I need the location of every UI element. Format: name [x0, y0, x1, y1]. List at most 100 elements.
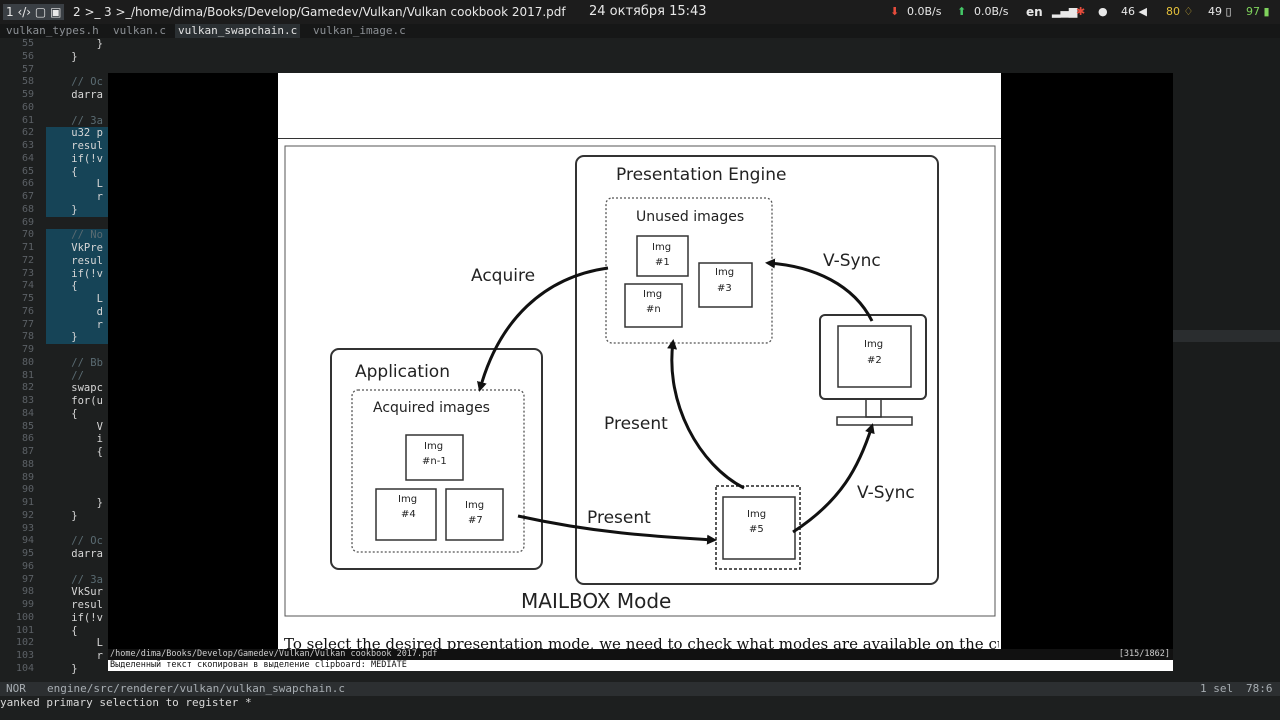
image-5-id: #5 — [749, 524, 764, 535]
line-number: 95 — [21, 548, 34, 559]
image-2-label: Img — [864, 339, 883, 350]
code-line[interactable]: // No — [46, 229, 108, 242]
line-number: 80 — [21, 356, 34, 368]
code-line[interactable]: { — [46, 407, 78, 420]
line-number: 93 — [21, 522, 34, 534]
line-number: 67 — [21, 191, 34, 202]
code-area[interactable]: } } // Oc darra // 3a u32 p resul if(!v … — [46, 38, 108, 676]
code-line[interactable]: VkPre — [46, 242, 108, 255]
keyboard-layout[interactable]: en — [1026, 5, 1043, 19]
code-line[interactable] — [46, 459, 108, 472]
code-line[interactable]: r — [46, 318, 108, 332]
code-line[interactable]: { — [46, 165, 108, 179]
code-line[interactable]: { — [46, 280, 108, 293]
code-line[interactable]: i — [46, 433, 103, 446]
code-line[interactable]: if(!v — [46, 267, 108, 281]
code-line[interactable]: // 3a — [46, 573, 103, 586]
code-line[interactable]: { — [46, 446, 103, 458]
code-line[interactable]: } — [46, 50, 78, 63]
bulb-icon: ♢ — [1183, 5, 1194, 18]
page-header-rule — [278, 138, 1001, 139]
code-line[interactable]: if(!v — [46, 611, 103, 624]
code-line[interactable]: } — [46, 331, 108, 344]
vsync-top-label: V-Sync — [823, 251, 881, 271]
line-number: 69 — [21, 216, 34, 228]
code-line[interactable] — [46, 64, 108, 77]
tab-vulkan-swapchain[interactable]: vulkan_swapchain.c — [175, 24, 301, 38]
code-line[interactable]: // Oc — [46, 535, 103, 548]
code-line[interactable]: // — [46, 369, 91, 382]
code-line[interactable]: V — [46, 420, 103, 433]
line-number: 65 — [21, 165, 34, 177]
image-7-label: Img — [465, 500, 484, 511]
code-line[interactable]: L — [46, 293, 108, 306]
code-line[interactable]: u32 p — [46, 127, 108, 140]
code-line[interactable]: { — [46, 624, 78, 637]
image-2-id: #2 — [867, 355, 882, 366]
vsync-bottom-arrow — [792, 423, 875, 534]
present-up-arrow — [667, 339, 745, 490]
workspace-1-button[interactable]: 1 ‹/› ▢ ▣ — [3, 4, 65, 20]
code-line[interactable]: if(!v — [46, 152, 108, 166]
code-line[interactable]: } — [46, 203, 108, 217]
code-line[interactable]: } — [46, 38, 103, 50]
mailbox-mode-caption: MAILBOX Mode — [521, 589, 671, 613]
code-line[interactable]: } — [46, 662, 78, 675]
code-line[interactable]: swapc — [46, 382, 103, 395]
code-line[interactable]: r — [46, 191, 108, 204]
volume-indicator[interactable]: 46 ◀ — [1121, 5, 1147, 18]
code-line[interactable] — [46, 561, 108, 574]
line-number: 74 — [21, 280, 34, 292]
bluetooth-icon[interactable]: ✱ — [1076, 5, 1086, 18]
code-line[interactable] — [46, 102, 108, 115]
tab-vulkan-image[interactable]: vulkan_image.c — [313, 24, 406, 37]
tab-vulkan[interactable]: vulkan.c — [113, 24, 166, 37]
code-line[interactable]: darra — [46, 89, 103, 101]
pdf-page[interactable]: Presentation Engine Unused images Img #1… — [278, 73, 1001, 649]
code-line[interactable] — [46, 217, 108, 230]
code-line[interactable]: d — [46, 305, 108, 319]
code-line[interactable]: r — [46, 650, 103, 662]
code-line[interactable] — [46, 472, 108, 485]
code-line[interactable]: resul — [46, 599, 103, 611]
wifi-icon[interactable]: ▂▄▆ — [1052, 5, 1078, 18]
viewer-status-bar: /home/dima/Books/Develop/Gamedev/Vulkan/… — [108, 649, 1173, 660]
acquire-arrow — [477, 266, 609, 392]
line-number: 86 — [21, 433, 34, 445]
image-3-id: #3 — [717, 283, 732, 294]
code-line[interactable] — [46, 523, 108, 536]
code-line[interactable]: L — [46, 178, 108, 191]
line-number: 87 — [21, 446, 34, 457]
line-number: 99 — [21, 599, 34, 610]
tab-vulkan-types[interactable]: vulkan_types.h — [6, 24, 99, 37]
line-number: 56 — [21, 50, 34, 62]
code-line[interactable]: // Oc — [46, 76, 103, 89]
line-number: 92 — [21, 509, 34, 521]
image-3-label: Img — [715, 267, 734, 278]
line-number: 73 — [21, 267, 34, 279]
net-down-speed: 0.0B/s — [907, 5, 942, 18]
code-line[interactable]: resul — [46, 140, 108, 153]
code-line[interactable]: // Bb — [46, 356, 103, 369]
code-line[interactable]: darra — [46, 548, 103, 560]
code-line[interactable]: VkSur — [46, 586, 103, 599]
microphone-icon[interactable]: ● — [1098, 5, 1108, 18]
code-line[interactable]: resul — [46, 254, 108, 268]
code-line[interactable]: } — [46, 509, 78, 522]
line-number: 66 — [21, 178, 34, 190]
code-line[interactable] — [46, 484, 108, 497]
workspace-3-button[interactable]: 3 >_ — [104, 5, 132, 19]
clock[interactable]: 24 октября 15:43 — [589, 4, 707, 19]
code-line[interactable]: } — [46, 497, 103, 509]
brightness-indicator[interactable]: 80 ♢ — [1166, 5, 1193, 18]
code-line[interactable] — [46, 344, 108, 357]
code-line[interactable]: for(u — [46, 395, 103, 407]
line-number: 94 — [21, 535, 34, 547]
pdf-viewer-window[interactable]: Presentation Engine Unused images Img #1… — [108, 73, 1173, 671]
volume-value: 46 — [1121, 5, 1135, 18]
code-line[interactable]: L — [46, 637, 103, 650]
workspace-2-button[interactable]: 2 >_ — [73, 5, 101, 19]
command-line[interactable]: yanked primary selection to register * — [0, 696, 1280, 720]
code-line[interactable]: // 3a — [46, 114, 103, 127]
